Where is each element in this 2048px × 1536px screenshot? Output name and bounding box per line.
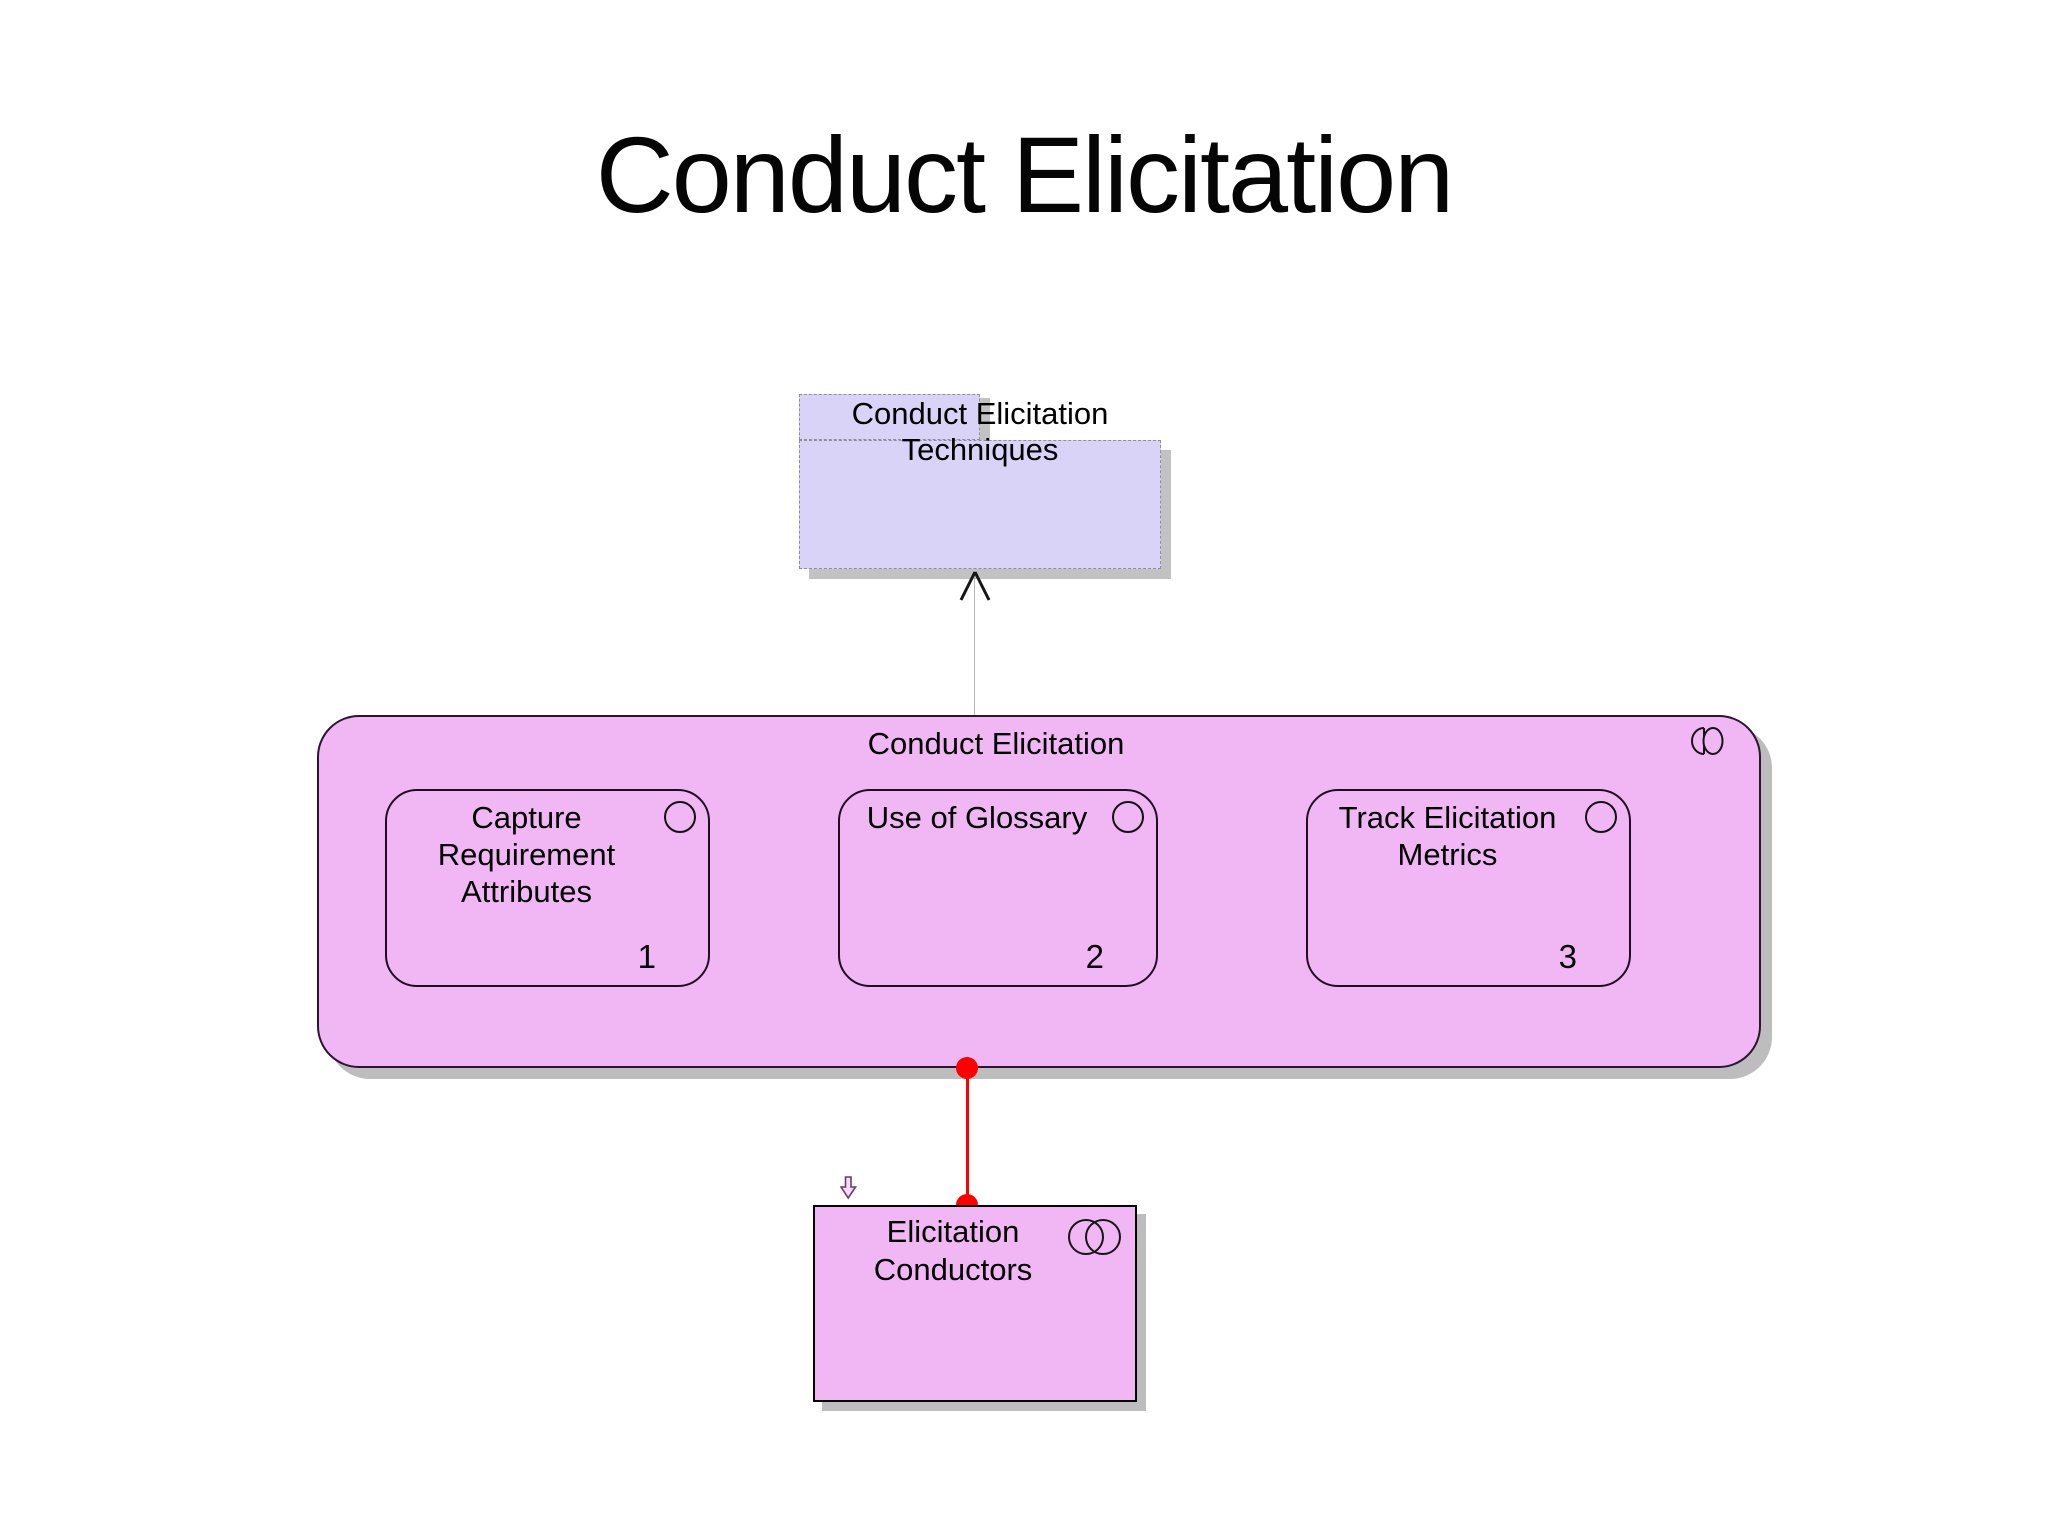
activity-label: Capture Requirement Attributes (437, 800, 616, 909)
circle-icon (664, 801, 696, 833)
package-body (799, 440, 1161, 569)
activity-number: 1 (637, 938, 656, 975)
group-conduct-elicitation[interactable]: Conduct Elicitation Capture Requirement … (317, 715, 1761, 1068)
activity-track-elicitation-metrics[interactable]: Track Elicitation Metrics 3 (1306, 789, 1631, 987)
activity-label: Track Elicitation Metrics (1338, 800, 1557, 872)
activity-number: 2 (1085, 938, 1104, 975)
group-label: Conduct Elicitation (867, 726, 1125, 761)
circle-icon (1585, 801, 1617, 833)
activity-capture-requirement-attributes[interactable]: Capture Requirement Attributes 1 (385, 789, 710, 987)
role-icon (1691, 727, 1724, 755)
generalization-line (974, 572, 975, 715)
package-conduct-elicitation-techniques[interactable]: Conduct Elicitation Techniques (799, 394, 1179, 574)
generalization-arrow-icon (959, 571, 991, 601)
assignment-line (966, 1068, 969, 1205)
activity-label: Use of Glossary (866, 800, 1088, 835)
conductors-label: Elicitation Conductors (873, 1214, 1033, 1287)
node-elicitation-conductors[interactable]: Elicitation Conductors (813, 1205, 1137, 1402)
collaboration-icon (1068, 1219, 1121, 1255)
package-tab (799, 394, 980, 440)
package-label: Conduct Elicitation Techniques (851, 396, 1109, 467)
activity-number: 3 (1558, 938, 1577, 975)
assignment-dot-top (956, 1057, 978, 1079)
down-block-arrow-icon (840, 1176, 857, 1200)
circle-icon (1112, 801, 1144, 833)
activity-use-of-glossary[interactable]: Use of Glossary 2 (838, 789, 1158, 987)
page-title: Conduct Elicitation (595, 114, 1454, 235)
